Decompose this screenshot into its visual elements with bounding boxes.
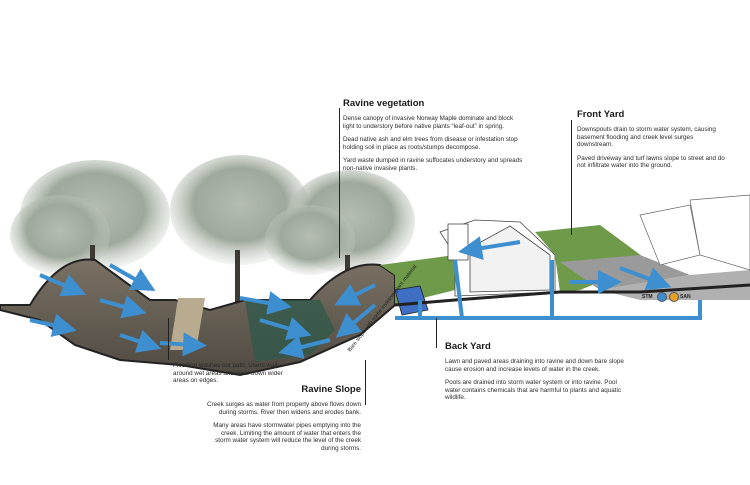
leader-front-yard [571,120,572,235]
leader-back-yard [436,318,437,348]
flooding-text: Flooding washes out path. Users walk aro… [173,362,283,385]
leader-ravine-slope [365,360,366,405]
storm-pipe-label: STM [642,294,653,300]
storm-pipe-marker [657,292,667,302]
tree-canopy [10,155,415,325]
front-yard-p1: Downspouts drain to storm water system, … [577,126,716,149]
flow-arrows [29,236,672,359]
ravine-slope-p2: Many areas have stormwater pipes emptyin… [213,422,361,452]
ravine-vegetation-p1: Dense canopy of invasive Norway Maple do… [343,115,514,130]
leader-flooding [168,318,169,360]
back-yard-title: Back Yard [445,341,491,352]
front-yard-p2: Paved driveway and turf lawns slope to s… [577,154,725,170]
ravine-slope-title: Ravine Slope [301,384,361,395]
sanitary-pipe-label: SAN [680,294,691,300]
ravine-vegetation-p2: Dead native ash and elm trees from disea… [343,136,518,151]
ravine-vegetation-title: Ravine vegetation [343,98,425,109]
front-yard-lawn [535,225,650,292]
back-yard-note: Back Yard Lawn and paved areas draining … [445,341,625,408]
ravine-vegetation-note: Ravine vegetation Dense canopy of invasi… [343,98,523,179]
back-yard-p1: Lawn and paved areas draining into ravin… [445,358,624,373]
ravine-vegetation-p3: Yard waste dumped in ravine suffocates u… [343,157,523,172]
storm-pipe [395,259,702,320]
ravine-slope-p1: Creek surges as water from property abov… [207,401,361,416]
sanitary-pipe-marker [669,292,679,302]
front-yard-title: Front Yard [577,109,625,120]
flooding-note: Flooding washes out path. Users walk aro… [173,362,283,391]
leader-ravine-vegetation [339,108,340,258]
background-buildings [639,194,750,271]
front-yard-note: Front Yard Downspouts drain to storm wat… [577,109,727,176]
ravine-slope-note: Ravine Slope Creek surges as water from … [205,384,361,459]
ground-line [394,283,750,307]
back-yard-p2: Pools are drained into storm water syste… [445,379,622,402]
